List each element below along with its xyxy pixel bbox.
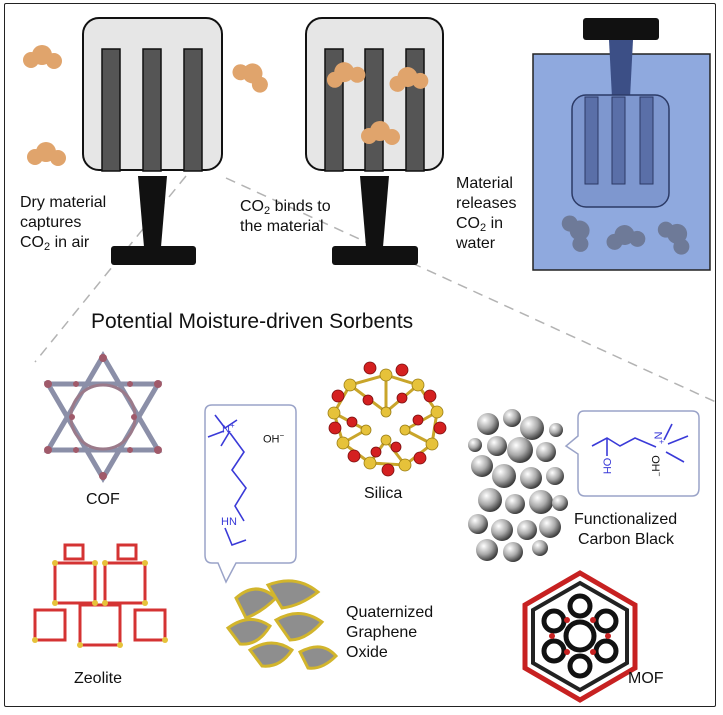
cof-structure	[43, 351, 163, 483]
co2-subscript: 2	[480, 222, 487, 234]
graphene-oxide-label-line-1: Quaternized	[346, 604, 434, 621]
stage-3-line-4: water	[456, 235, 496, 252]
stage-2-caption: CO2 binds to the material	[240, 197, 331, 237]
stage-1-line-2: captures	[20, 214, 82, 231]
hydroxide-text: OH	[263, 433, 280, 446]
co2-suffix: in	[486, 215, 504, 232]
figure-frame	[4, 3, 716, 707]
stage-1-line-3: CO2 in air	[20, 233, 106, 253]
co2-text: CO	[240, 198, 264, 215]
silica-structure	[327, 361, 447, 477]
co2-text: CO	[456, 215, 480, 232]
co2-subscript: 2	[264, 205, 271, 217]
carbon-black-label: Functionalized Carbon Black	[574, 510, 677, 550]
amine-hn-label: HN	[221, 516, 237, 528]
ammonium-n-label: N+	[651, 432, 667, 445]
stage-3-line-1: Material	[456, 175, 513, 192]
zeolite-nodes	[32, 560, 168, 648]
carbon-black-label-line-2: Carbon Black	[578, 531, 675, 548]
co2-suffix: binds to	[270, 198, 331, 215]
stage-3-line-3: CO2 in	[456, 214, 516, 234]
zeolite-structure	[33, 543, 167, 647]
nitrogen-text: N	[651, 431, 664, 440]
stage-1-caption: Dry material captures CO2 in air	[20, 193, 106, 253]
cof-label: COF	[86, 491, 120, 508]
ammonium-oh-label: OH−	[649, 455, 665, 476]
charge-minus: −	[654, 471, 664, 477]
mof-label: MOF	[628, 670, 664, 687]
stage-3-line-2: releases	[456, 195, 517, 212]
water-tank	[532, 18, 711, 271]
amine-structure-bubble	[204, 404, 297, 584]
nitrogen-text: N	[222, 423, 230, 436]
ammonium-oh2-label: OH	[600, 457, 613, 475]
hydroxide-text: OH	[648, 455, 661, 472]
charge-plus: +	[657, 439, 667, 445]
carbon-black-label-line-1: Functionalized	[574, 511, 678, 528]
stage-2-line-1: CO2 binds to	[240, 197, 331, 217]
amine-n-label: N+	[222, 420, 235, 436]
stage-3-caption: Material releases CO2 in water	[456, 174, 516, 254]
zeolite-label: Zeolite	[74, 670, 123, 687]
mof-structure	[522, 570, 638, 703]
graphene-oxide-label-line-2: Graphene	[346, 624, 418, 641]
stage-1-line-1: Dry material	[20, 194, 107, 211]
carbon-black-spheres	[468, 409, 568, 562]
cof-nodes	[44, 354, 162, 480]
charge-plus: +	[229, 421, 235, 430]
stage-2-line-2: the material	[240, 218, 324, 235]
silica-label: Silica	[364, 485, 403, 502]
amine-oh-label: OH−	[263, 430, 284, 446]
graphene-oxide-sheets	[225, 579, 339, 670]
sorbents-heading: Potential Moisture-driven Sorbents	[91, 310, 414, 333]
co2-suffix: in air	[50, 234, 90, 251]
co2-subscript: 2	[44, 241, 51, 253]
charge-minus: −	[279, 431, 285, 440]
co2-text: CO	[20, 234, 44, 251]
ammonium-structure-bubble	[564, 410, 700, 497]
graphene-oxide-label: Quaternized Graphene Oxide	[346, 603, 433, 663]
device-stage-1	[82, 17, 223, 265]
graphene-oxide-label-line-3: Oxide	[346, 644, 388, 661]
